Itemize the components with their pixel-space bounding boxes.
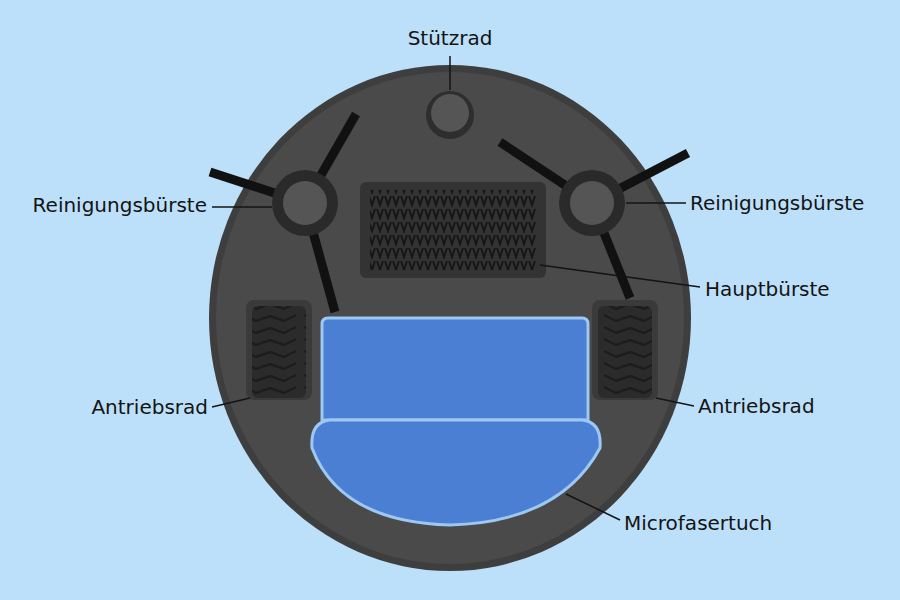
support-wheel-well	[426, 91, 474, 139]
side-brush-hub	[559, 170, 625, 236]
support-wheel	[431, 94, 469, 132]
part-label: Microfasertuch	[624, 511, 772, 535]
wheel-well	[592, 300, 658, 400]
part-label: Reinigungsbürste	[690, 191, 864, 215]
part-label: Stützrad	[408, 26, 493, 50]
mop-plate	[322, 318, 588, 420]
drive-wheel	[252, 306, 306, 398]
part-label: Antriebsrad	[91, 395, 208, 419]
main-brush-bristles	[370, 190, 536, 270]
side-brush-bristles	[210, 114, 688, 312]
part-label: Hauptbürste	[705, 277, 830, 301]
microfiber-cloth	[312, 420, 600, 525]
wheel-well	[246, 300, 312, 400]
part-label: Reinigungsbürste	[33, 193, 207, 217]
side-brush-hub	[570, 181, 614, 225]
side-brush-hub	[283, 181, 327, 225]
part-label: Antriebsrad	[698, 394, 815, 418]
robot-housing-rim	[209, 65, 691, 571]
drive-wheel-tread	[252, 306, 306, 398]
side-brush-hub	[272, 170, 338, 236]
drive-wheel	[598, 306, 652, 398]
drive-wheel-tread	[598, 306, 652, 398]
robot-housing	[216, 72, 684, 564]
leader-lines	[212, 56, 700, 520]
main-brush-housing	[360, 182, 546, 278]
